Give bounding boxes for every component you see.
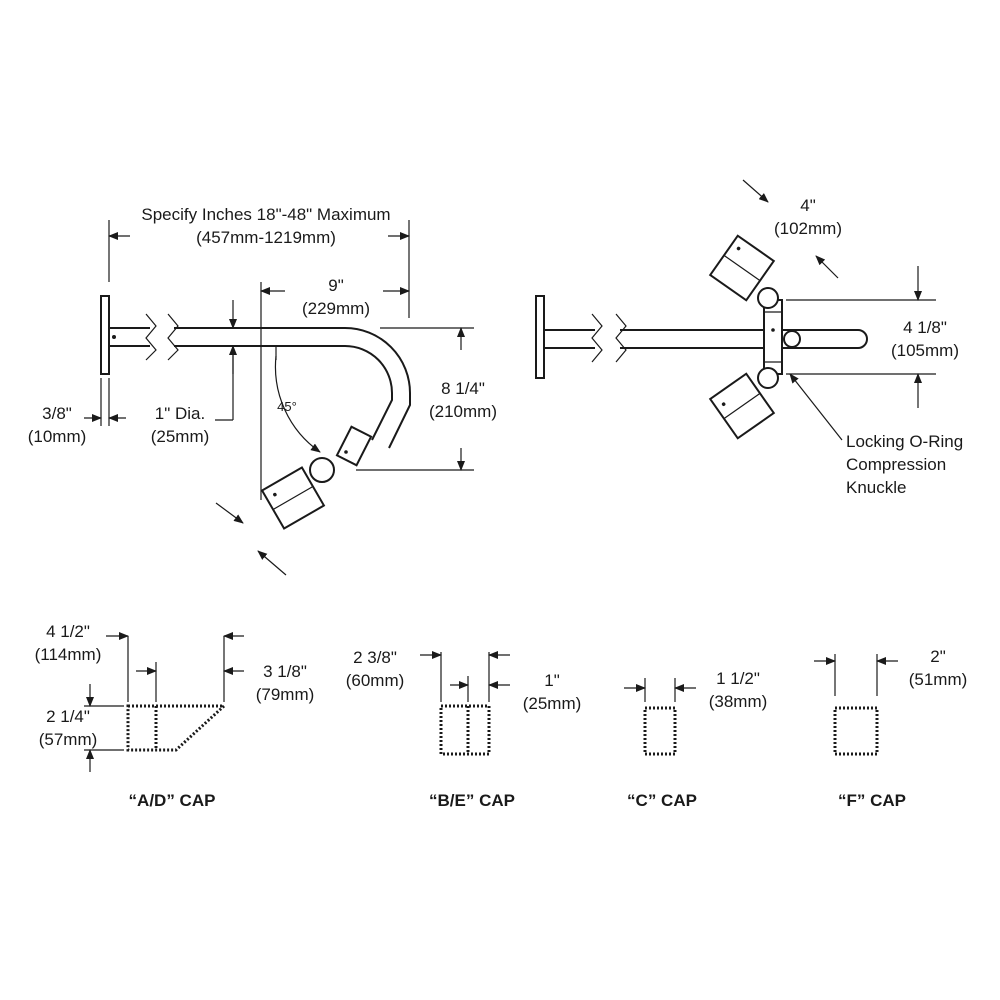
knuckle-callout-line3: Knuckle bbox=[846, 478, 906, 497]
cap-c-title: “C” CAP bbox=[627, 791, 697, 810]
plate-thickness-label: 3/8" bbox=[42, 404, 72, 423]
tee-hub bbox=[763, 299, 783, 375]
plate-screw bbox=[112, 335, 116, 339]
head-size-mm: (102mm) bbox=[774, 219, 842, 238]
cap-ad-length-mm: (114mm) bbox=[35, 645, 102, 664]
angle-label: 45° bbox=[277, 399, 297, 414]
spread-label: 4 1/8" bbox=[903, 318, 947, 337]
cap-ad-height: 2 1/4" bbox=[46, 707, 90, 726]
wall-plate bbox=[535, 295, 545, 379]
arm-tube bbox=[174, 345, 393, 441]
drop-mm: (210mm) bbox=[429, 402, 497, 421]
knuckle-callout-line2: Compression bbox=[846, 455, 946, 474]
cap-ad: 4 1/2" (114mm) 3 1/8" (79mm) 2 1/4" (57m… bbox=[35, 622, 315, 810]
spread-mm: (105mm) bbox=[891, 341, 959, 360]
break-mark bbox=[615, 313, 627, 363]
cap-be: 2 3/8" (60mm) 1" (25mm) “B/E” CAP bbox=[346, 648, 582, 810]
cap-c-shape bbox=[643, 706, 677, 756]
cap-c-length-mm: (38mm) bbox=[709, 692, 768, 711]
cap-be-title: “B/E” CAP bbox=[429, 791, 515, 810]
cap-f-title: “F” CAP bbox=[838, 791, 906, 810]
break-mark bbox=[167, 313, 179, 361]
cap-ad-height-mm: (57mm) bbox=[39, 730, 98, 749]
drop-label: 8 1/4" bbox=[441, 379, 485, 398]
overall-length-mm: (457mm-1219mm) bbox=[196, 228, 336, 247]
side-view: Specify Inches 18"-48" Maximum (457mm-12… bbox=[28, 205, 497, 576]
arm-end bbox=[782, 329, 868, 349]
cap-f: 2" (51mm) “F” CAP bbox=[814, 647, 967, 810]
diameter-mm: (25mm) bbox=[151, 427, 210, 446]
light-head-upper bbox=[708, 234, 776, 302]
break-mark bbox=[591, 313, 603, 363]
cap-ad-short-mm: (79mm) bbox=[256, 685, 315, 704]
light-head bbox=[260, 466, 326, 530]
arm-coupling bbox=[335, 425, 373, 467]
knuckle bbox=[757, 367, 779, 389]
cap-ad-title: “A/D” CAP bbox=[129, 791, 216, 810]
knuckle-callout-line1: Locking O-Ring bbox=[846, 432, 963, 451]
cap-ad-length: 4 1/2" bbox=[46, 622, 90, 641]
cap-be-shape bbox=[439, 704, 491, 756]
reach-mm: (229mm) bbox=[302, 299, 370, 318]
cap-be-length: 2 3/8" bbox=[353, 648, 397, 667]
diameter-label: 1" Dia. bbox=[155, 404, 205, 423]
wall-plate bbox=[100, 295, 110, 375]
cap-f-length-mm: (51mm) bbox=[909, 670, 968, 689]
knuckle bbox=[783, 330, 801, 348]
cap-c: 1 1/2" (38mm) “C” CAP bbox=[624, 669, 767, 810]
head-size-label: 4" bbox=[800, 196, 816, 215]
cap-c-length: 1 1/2" bbox=[716, 669, 760, 688]
top-view: 4" (102mm) 4 1/8" (105mm) Locking O-Ring… bbox=[535, 179, 963, 497]
cap-be-segment-mm: (25mm) bbox=[523, 694, 582, 713]
cap-ad-shape bbox=[126, 704, 228, 752]
cap-be-segment: 1" bbox=[544, 671, 560, 690]
cap-ad-short: 3 1/8" bbox=[263, 662, 307, 681]
arm-tube bbox=[174, 327, 411, 449]
overall-length-label: Specify Inches 18"-48" Maximum bbox=[141, 205, 390, 224]
break-mark bbox=[145, 313, 157, 361]
plate-thickness-mm: (10mm) bbox=[28, 427, 87, 446]
cap-f-length: 2" bbox=[930, 647, 946, 666]
knuckle bbox=[757, 287, 779, 309]
light-head-lower bbox=[708, 372, 776, 440]
cap-be-length-mm: (60mm) bbox=[346, 671, 405, 690]
cap-f-shape bbox=[833, 706, 879, 756]
knuckle bbox=[309, 457, 335, 483]
reach-label: 9" bbox=[328, 276, 344, 295]
